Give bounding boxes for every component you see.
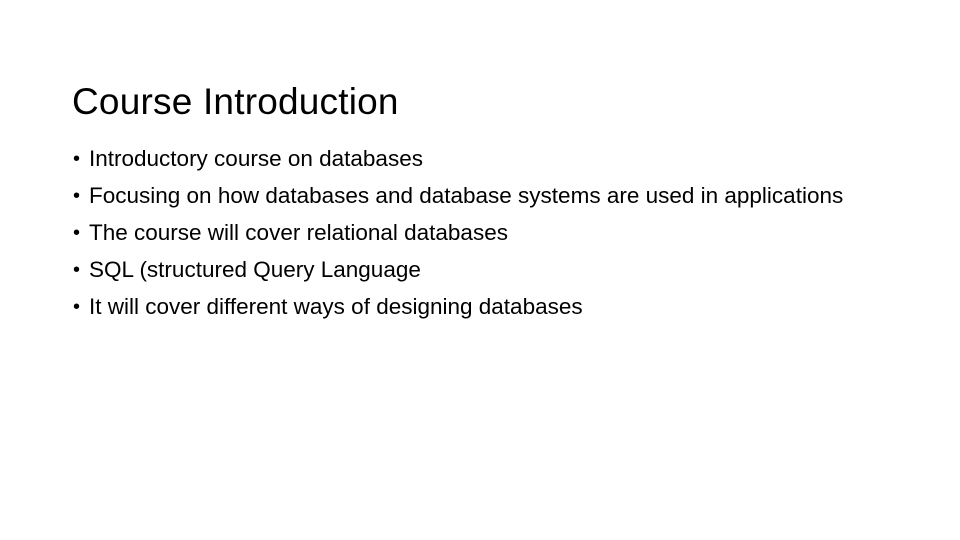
list-item-text: Focusing on how databases and database s… [89, 183, 844, 208]
bullet-icon: • [73, 185, 81, 207]
bullet-icon: • [73, 296, 81, 318]
list-item: • The course will cover relational datab… [72, 218, 862, 248]
list-item-text: It will cover different ways of designin… [89, 294, 583, 319]
page-title: Course Introduction [72, 80, 399, 122]
list-item: • It will cover different ways of design… [72, 292, 862, 322]
list-item: • Focusing on how databases and database… [72, 181, 862, 211]
bullet-list: • Introductory course on databases • Foc… [72, 144, 862, 322]
list-item: • SQL (structured Query Language [72, 255, 862, 285]
bullet-icon: • [73, 222, 81, 244]
list-item-text: SQL (structured Query Language [89, 257, 421, 282]
list-item-text: The course will cover relational databas… [89, 220, 508, 245]
list-item-text: Introductory course on databases [89, 146, 423, 171]
list-item: • Introductory course on databases [72, 144, 862, 174]
bullet-icon: • [73, 259, 81, 281]
bullet-icon: • [73, 148, 81, 170]
